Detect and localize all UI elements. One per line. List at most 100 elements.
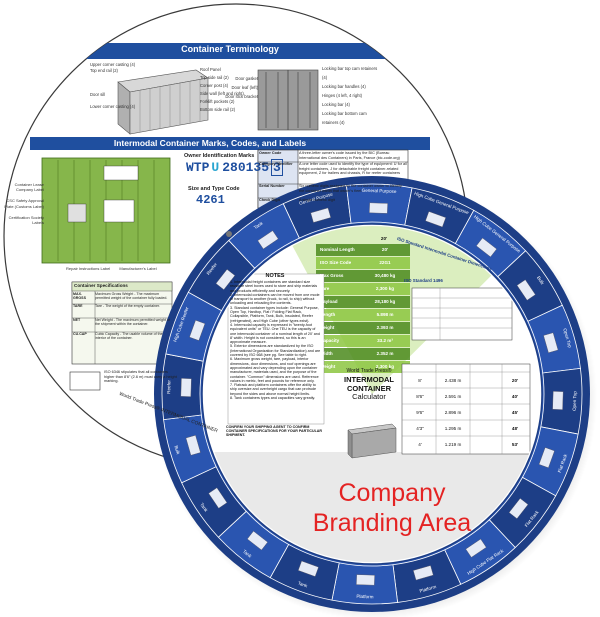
calc-title-line: Calculator: [352, 392, 386, 401]
height-table-cell: [470, 421, 502, 437]
company-branding-area: Company Branding Area: [262, 478, 522, 538]
size-table-label: Max Gross: [320, 273, 344, 278]
term-label: Side wall (left and right): [200, 91, 244, 96]
spec-title: Container Specifications: [74, 283, 128, 288]
term-label: Door gasket: [235, 76, 258, 81]
height-table-length: 40': [511, 394, 519, 399]
height-table-cell: 4'3": [416, 426, 424, 431]
size-table-value: 5.898 m: [376, 312, 394, 317]
note-item: 4. Intermodal capacity is expressed in "…: [230, 322, 320, 345]
ring-segment-label: Tank: [297, 580, 308, 588]
spec-text: Maximum Gross Weight - The maximum permi…: [95, 292, 168, 301]
size-table-label: Payload: [320, 299, 338, 304]
ring-segment-label: Bulk: [536, 275, 546, 286]
terminology-title-bar: [30, 43, 430, 59]
size-table-row: Nominal Length 20': [318, 244, 408, 257]
height-table-length: 48': [511, 426, 519, 431]
ring-segment-label: Tank: [199, 502, 209, 513]
container-type-icon: [189, 319, 206, 341]
height-table-cell: 2.591 m: [444, 394, 462, 399]
marks-title: Intermodal Container Marks, Codes, and L…: [113, 138, 307, 148]
height-table-cell: [470, 405, 502, 421]
term-label: Top end rail (2): [90, 68, 118, 73]
size-table-label: Width: [320, 351, 333, 356]
note-item: 6. Maximum gross weight, tare, payload, …: [230, 357, 319, 383]
term-label: Hinges (4 left, 4 right): [322, 93, 363, 98]
size-row-band: [316, 361, 410, 373]
size-table-label: Tare: [320, 286, 330, 291]
size-row-band: [316, 322, 410, 334]
door-labels-left: Door gasket Door leaf (left) Door lock b…: [222, 74, 258, 101]
note-item: 1. Intermodal freight containers are sta…: [230, 280, 318, 293]
size-row-band: [316, 283, 410, 295]
def-term: Check Digit: [259, 198, 280, 202]
def-term: Category Identifier: [259, 162, 293, 166]
side-label: Container Lease Company Label: [14, 182, 44, 193]
owner-id-title: Owner Identification Marks: [184, 153, 255, 159]
container-type-icon: [208, 487, 228, 509]
specs-text: MAX. GROSS Maximum Gross Weight - The max…: [73, 292, 171, 346]
container-type-icon: [412, 565, 434, 581]
size-table-value: 20': [381, 247, 389, 252]
side-label: CSC Safety Approval Plate (Customs Label…: [4, 198, 44, 209]
term-label: Top side rail (2): [200, 75, 229, 80]
ring-segment-label: Tank: [242, 549, 253, 559]
size-table-header: 20': [318, 236, 408, 244]
ring-segment-label: Flat Rack: [557, 453, 569, 474]
container-type-icon: [356, 574, 375, 586]
def-text: A three-letter owner's code issued by th…: [299, 151, 400, 160]
container-type-icon: [516, 279, 536, 301]
height-table-length: 45': [511, 410, 519, 415]
term-label: Door sill: [90, 92, 106, 97]
spec-text: Net Weight - The maximum permitted weigh…: [95, 318, 170, 327]
size-table-row: Capacity 33.2 m³: [318, 335, 408, 348]
marks-title-bar: [30, 137, 430, 150]
notes-panel: [227, 273, 325, 425]
height-table-cell: 8': [418, 378, 422, 383]
notes-list: 1. Intermodal freight containers are sta…: [230, 280, 322, 422]
size-row-band: [316, 244, 410, 256]
container-type-icon: [247, 530, 268, 551]
term-label: Upper corner casting (4): [90, 62, 136, 67]
rating-caption: ISO Standard 1496: [404, 278, 443, 283]
brand-line: Company: [338, 479, 446, 507]
container-type-icon: [310, 207, 332, 223]
size-table-value: 2,300 kg: [375, 286, 395, 291]
term-label: Roof Panel: [200, 67, 221, 72]
height-table-cell: 2.896 m: [444, 410, 462, 415]
calc-title-line: INTERMODAL: [344, 375, 394, 384]
door-labels-right: Locking bar top cam retainers (4) Lockin…: [322, 64, 382, 127]
owner-code: WTP: [186, 160, 210, 175]
container-type-icon: [538, 447, 555, 469]
size-table-label: Nominal Length: [320, 247, 355, 252]
brand-line: Branding Area: [312, 509, 472, 537]
spec-term: CU.CAP: [73, 332, 87, 336]
size-type-code: 4261: [196, 193, 225, 207]
container-type-icon: [543, 332, 559, 354]
def-text: Six numeric digits assigned by the conta…: [299, 184, 402, 193]
container-type-icon: [297, 560, 319, 577]
size-table-label: Capacity: [320, 338, 340, 343]
height-table-cell: 9'6": [416, 410, 424, 415]
notes-title: NOTES: [265, 273, 285, 279]
serial-number: 280135: [222, 160, 270, 175]
size-row-band: [316, 257, 410, 269]
size-table-value: 33.2 m³: [377, 338, 393, 343]
container-type-icon: [257, 230, 279, 250]
container-marks-drawing: [41, 157, 171, 264]
ring-segment-label: Open Top: [562, 328, 572, 349]
spec-term: MAX. GROSS: [73, 292, 86, 301]
def-text: A one letter code used to identify the t…: [299, 162, 407, 176]
height-table-cell: 1.219 m: [444, 442, 462, 447]
container-type-icon: [476, 237, 497, 258]
size-table-header-cell: 20': [380, 236, 388, 241]
container-type-icon: [465, 538, 487, 558]
ring-segment-label: Bulk: [173, 445, 180, 456]
def-term: Serial Number: [259, 184, 285, 188]
